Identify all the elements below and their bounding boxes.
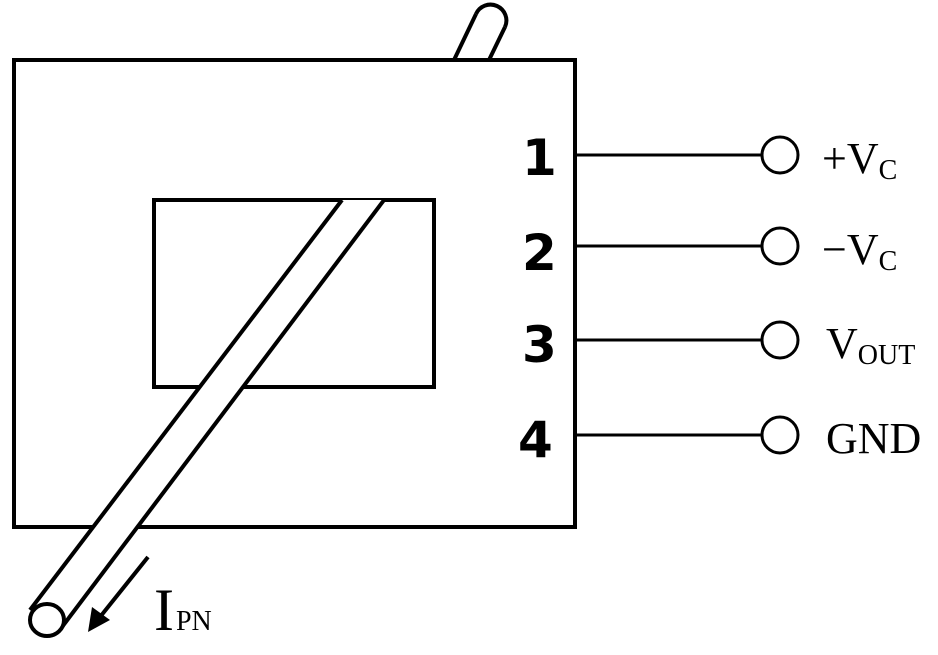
- terminal-circle: [760, 415, 800, 455]
- core-window: [152, 198, 436, 389]
- pin-label: GND: [826, 414, 921, 463]
- conductor-top-stub: [452, 2, 509, 61]
- sensor-housing: [12, 58, 577, 529]
- pin-2: 2 −VC: [522, 224, 897, 282]
- terminal-circle: [760, 135, 800, 175]
- current-arrow: [88, 555, 150, 632]
- pin-label: −VC: [822, 225, 897, 277]
- pin-number: 4: [518, 411, 553, 469]
- pin-1: 1 +VC: [522, 129, 897, 187]
- current-label: IPN: [154, 577, 212, 643]
- pin-label: +VC: [822, 134, 897, 186]
- pin-label: VOUT: [826, 319, 915, 371]
- pin-number: 2: [522, 224, 557, 282]
- pin-3: 3 VOUT: [522, 316, 915, 374]
- terminal-circle: [760, 226, 800, 266]
- pin-number: 3: [522, 316, 557, 374]
- conductor-end: [28, 602, 66, 638]
- pin-number: 1: [522, 129, 557, 187]
- pin-4: 4 GND: [518, 411, 921, 469]
- terminal-circle: [760, 320, 800, 360]
- primary-conductor: [28, 198, 386, 638]
